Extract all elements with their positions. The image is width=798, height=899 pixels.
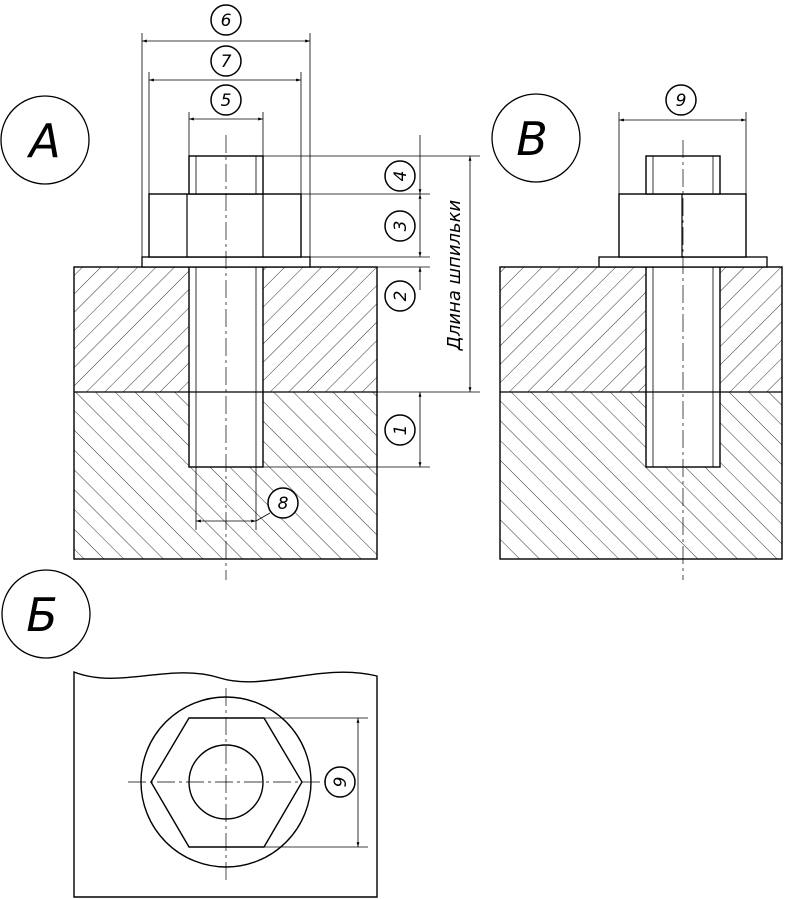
dimension-6-label: 6 <box>221 11 232 31</box>
callout-4: 4 <box>384 160 416 192</box>
dimension-5-label: 5 <box>221 91 232 111</box>
dimension-9-plan-label: 9 <box>331 777 351 788</box>
dimension-5: 5 <box>188 84 264 156</box>
view-a: А 6 <box>0 4 480 580</box>
view-a-letter: А <box>26 114 60 168</box>
view-b-letter-circle <box>1 569 91 659</box>
lower-part-right-hatch <box>263 392 377 559</box>
callout-2: 2 <box>384 280 416 312</box>
plan-nut-hexagon <box>150 717 303 848</box>
v-lower-left-hatch <box>500 392 646 559</box>
callout-1: 1 <box>384 414 416 446</box>
nut <box>148 193 302 258</box>
v-lower-right-hatch <box>720 392 782 559</box>
svg-text:4: 4 <box>391 171 411 182</box>
svg-text:2: 2 <box>391 291 411 302</box>
dimension-9-top-label: 9 <box>676 91 687 111</box>
callout-3: 3 <box>384 210 416 242</box>
plan-plate-outline <box>73 670 378 898</box>
upper-plate-right-hatch <box>263 267 377 392</box>
v-upper-right-hatch <box>720 267 782 392</box>
view-b: Б 9 <box>1 569 378 898</box>
dimension-6: 6 <box>141 4 311 257</box>
dimension-9-top: 9 <box>618 84 747 194</box>
stud-length-label: Длина шпильки <box>444 200 465 352</box>
dimension-8-label: 8 <box>278 494 289 514</box>
dimension-9-plan: 9 <box>264 717 368 848</box>
view-v-letter: В <box>516 112 548 166</box>
dimension-8: 8 <box>195 467 299 530</box>
lower-part-left-hatch <box>74 392 189 559</box>
dimension-7: 7 <box>148 45 302 194</box>
view-a-letter-circle <box>0 95 90 185</box>
svg-text:3: 3 <box>391 221 411 232</box>
v-upper-left-hatch <box>500 267 646 392</box>
view-b-letter: Б <box>26 588 58 642</box>
svg-text:1: 1 <box>391 425 411 436</box>
view-v-letter-circle <box>491 93 581 183</box>
view-v: В 9 <box>491 84 783 580</box>
dimension-7-label: 7 <box>221 52 232 72</box>
upper-plate-left-hatch <box>74 267 189 392</box>
